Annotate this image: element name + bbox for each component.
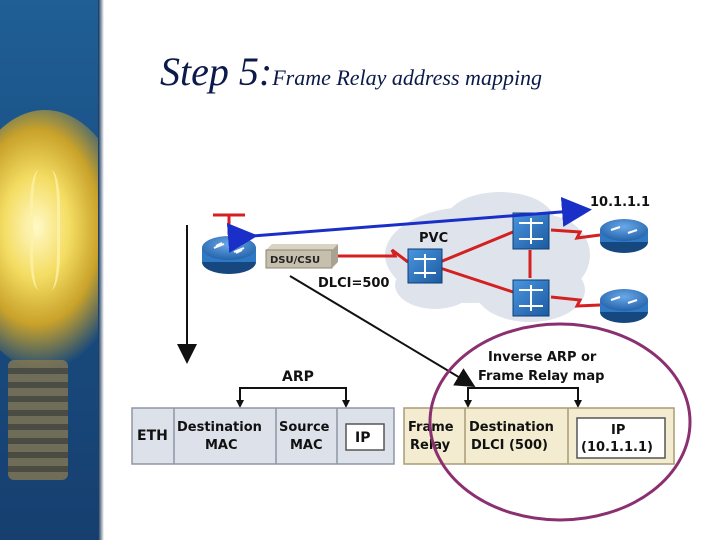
arp-label: ARP [282, 369, 314, 385]
frame-relay-frame: Frame Relay Destination DLCI (500) IP (1… [403, 407, 675, 465]
dsu-label: DSU/CSU [270, 255, 320, 266]
pvc-arrow [226, 196, 592, 253]
remote-ip-label: 10.1.1.1 [590, 195, 650, 210]
arp-bracket [239, 387, 347, 406]
ip-field: IP [355, 430, 370, 446]
remote-router-icon-upper [600, 219, 648, 253]
dlci-field-line1: Destination [469, 420, 554, 435]
bulb-base [8, 360, 68, 480]
light-bulb-icon [0, 110, 98, 370]
inverse-arp-line1: Inverse ARP or [488, 350, 597, 365]
fr-ip-line2: (10.1.1.1) [581, 440, 653, 455]
inverse-arp-bracket [467, 387, 579, 406]
dest-mac-line1: Destination [177, 420, 262, 435]
dlci-field-line2: DLCI (500) [471, 438, 548, 453]
dlci-label: DLCI=500 [318, 276, 389, 291]
title-step: Step 5: [160, 49, 273, 94]
strip-edge [98, 0, 104, 540]
src-mac-line1: Source [279, 420, 330, 435]
slide-title: Step 5:Frame Relay address mapping [160, 48, 542, 95]
ethernet-frame: ETH Destination MAC Source MAC IP [131, 407, 395, 465]
remote-router-icon-lower [600, 289, 648, 323]
eth-field: ETH [137, 428, 168, 444]
inverse-arp-line2: Frame Relay map [478, 369, 604, 384]
dsu-csu-device: DSU/CSU [265, 244, 338, 269]
dlci-to-map-arrow [289, 275, 476, 388]
switch-icon-lower [512, 279, 550, 317]
fr-field-line2: Relay [410, 438, 451, 453]
bulb-filament [30, 170, 60, 290]
title-topic: Frame Relay address mapping [272, 65, 543, 90]
highlight-circle [428, 322, 692, 522]
dest-mac-line2: MAC [205, 438, 238, 453]
fr-ip-line1: IP [611, 423, 625, 438]
pvc-label: PVC [419, 231, 448, 246]
switch-icon-upper [512, 212, 550, 250]
local-router-icon [202, 236, 256, 274]
decorative-bulb-strip [0, 0, 98, 540]
src-mac-line2: MAC [290, 438, 323, 453]
switch-icon-entry [407, 248, 443, 284]
